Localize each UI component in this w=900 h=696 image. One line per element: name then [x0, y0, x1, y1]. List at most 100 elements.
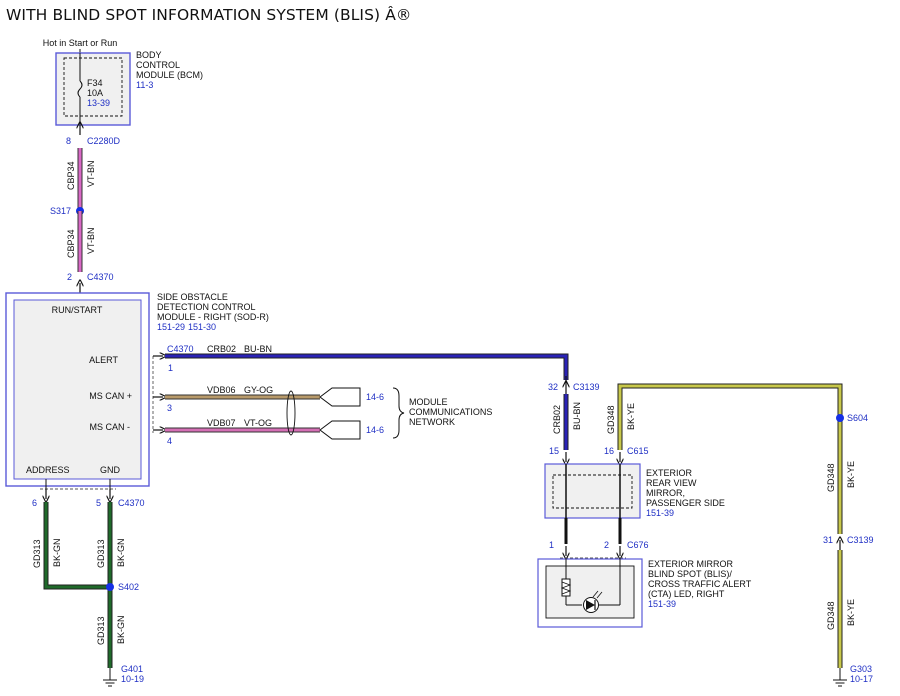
c4370-top-pin: 2	[67, 272, 72, 282]
gd313-left-circuit: GD313	[32, 539, 42, 568]
sod-name-2: DETECTION CONTROL	[157, 302, 256, 312]
c2280d-name: C2280D	[87, 136, 121, 146]
crb02-vert-color: BU-BN	[572, 402, 582, 430]
mirror-name-2: REAR VIEW	[646, 478, 697, 488]
sod-gnd-label: GND	[100, 465, 121, 475]
gd348-mirror-circuit: GD348	[606, 405, 616, 434]
c676-pin-1: 1	[549, 540, 554, 550]
mirror-name-4: PASSENGER SIDE	[646, 498, 725, 508]
g401-name: G401	[121, 664, 143, 674]
network-line-2: COMMUNICATIONS	[409, 407, 492, 417]
c3139-top-name: C3139	[573, 382, 600, 392]
gd348-mirror-color: BK-YE	[626, 403, 636, 430]
can-plus-offpage-arrow	[319, 387, 361, 407]
sod-name-1: SIDE OBSTACLE	[157, 292, 228, 302]
network-bracket	[392, 387, 405, 439]
gd348-right-1-circuit: GD348	[826, 463, 836, 492]
gd348-right-2-circuit: GD348	[826, 601, 836, 630]
sod-inner-box	[13, 299, 142, 480]
led-diode-triangle	[586, 600, 595, 610]
resistor-zigzag	[560, 581, 572, 595]
wire-upper-1-circuit: CBP34	[66, 161, 76, 190]
g401-ref: 10-19	[121, 674, 144, 684]
network-line-1: MODULE	[409, 397, 448, 407]
sod-ms-can-plus-label: MS CAN +	[89, 391, 132, 401]
c3139-bottom-name: C3139	[847, 535, 874, 545]
sod-address-label: ADDRESS	[26, 465, 70, 475]
wire-bk-ye-loop-outline	[617, 383, 843, 668]
blis-led-name-1: EXTERIOR MIRROR	[648, 559, 734, 569]
gd313-low-color: BK-GN	[116, 615, 126, 644]
led-light-ray-2	[596, 591, 603, 599]
sod-alert-label: ALERT	[89, 355, 118, 365]
fuse-f34-symbol	[77, 80, 83, 98]
c4370-bottom-pin-1: 6	[32, 498, 37, 508]
sod-ref-2: 151-30	[188, 322, 216, 332]
c2280d-pin: 8	[66, 136, 71, 146]
bcm-name-3: MODULE (BCM)	[136, 70, 203, 80]
can-minus-offpage-arrow	[319, 420, 361, 440]
sod-name-3: MODULE - RIGHT (SOD-R)	[157, 312, 269, 322]
c4370-bottom-pin-2: 5	[96, 498, 101, 508]
alert-circuit: CRB02	[207, 344, 236, 354]
sod-ms-can-minus-label: MS CAN -	[90, 422, 131, 432]
splice-s402-dot	[106, 583, 114, 591]
blis-led-name-3: CROSS TRAFFIC ALERT	[648, 579, 752, 589]
sod-ref-1: 151-29	[157, 322, 185, 332]
can-minus-color: VT-OG	[244, 418, 272, 428]
page-title: WITH BLIND SPOT INFORMATION SYSTEM (BLIS…	[6, 6, 412, 24]
fuse-rating: 10A	[87, 88, 103, 98]
gd313-mid-circuit: GD313	[96, 539, 106, 568]
alert-pin: 1	[168, 363, 173, 373]
gd313-low-circuit: GD313	[96, 616, 106, 645]
mirror-inner-dashed	[552, 474, 633, 509]
g303-name: G303	[850, 664, 872, 674]
wire-upper-2-color: VT-BN	[86, 227, 96, 254]
gd313-mid-color: BK-GN	[116, 538, 126, 567]
c4370-top-name: C4370	[87, 272, 114, 282]
network-line-3: NETWORK	[409, 417, 455, 427]
wire-bu-bn-alert	[165, 354, 568, 380]
wire-upper-2-circuit: CBP34	[66, 229, 76, 258]
splice-s317-label: S317	[50, 206, 71, 216]
mirror-name-1: EXTERIOR	[646, 468, 693, 478]
alert-color: BU-BN	[244, 344, 272, 354]
wire-bk-gn-left	[44, 502, 110, 589]
splice-s402-label: S402	[118, 582, 139, 592]
c676-name: C676	[627, 540, 649, 550]
splice-s604-label: S604	[847, 413, 868, 423]
blis-led-name-4: (CTA) LED, RIGHT	[648, 589, 725, 599]
wire-bu-bn-alert-outline	[165, 353, 569, 380]
bcm-box	[55, 52, 131, 126]
can-minus-pin: 4	[167, 436, 172, 446]
mirror-box	[544, 463, 641, 519]
power-label: Hot in Start or Run	[43, 38, 118, 48]
c615-name: C615	[627, 446, 649, 456]
can-plus-color: GY-OG	[244, 385, 273, 395]
can-minus-ref: 14-6	[366, 425, 384, 435]
bcm-ref: 11-3	[136, 80, 153, 90]
c676-pin-2: 2	[604, 540, 609, 550]
sod-run-start-label: RUN/START	[52, 305, 103, 315]
alert-conn-name: C4370	[167, 344, 194, 354]
twisted-pair-symbol	[286, 390, 296, 436]
mirror-ref: 151-39	[646, 508, 674, 518]
fuse-ref: 13-39	[87, 98, 110, 108]
gd348-right-1-color: BK-YE	[846, 461, 856, 488]
fuse-name: F34	[87, 78, 103, 88]
can-plus-ref: 14-6	[366, 392, 384, 402]
c4370-bottom-name: C4370	[118, 498, 145, 508]
bcm-name-2: CONTROL	[136, 60, 180, 70]
crb02-vert-circuit: CRB02	[552, 405, 562, 434]
can-plus-circuit: VDB06	[207, 385, 236, 395]
c3139-bottom-pin: 31	[823, 535, 833, 545]
c615-pin-2: 16	[604, 446, 614, 456]
can-minus-circuit: VDB07	[207, 418, 236, 428]
can-plus-pin: 3	[167, 403, 172, 413]
wire-bk-ye-loop	[618, 384, 842, 668]
bcm-name-1: BODY	[136, 50, 162, 60]
gd348-right-2-color: BK-YE	[846, 599, 856, 626]
blis-led-ref: 151-39	[648, 599, 676, 609]
c3139-top-pin: 32	[548, 382, 558, 392]
